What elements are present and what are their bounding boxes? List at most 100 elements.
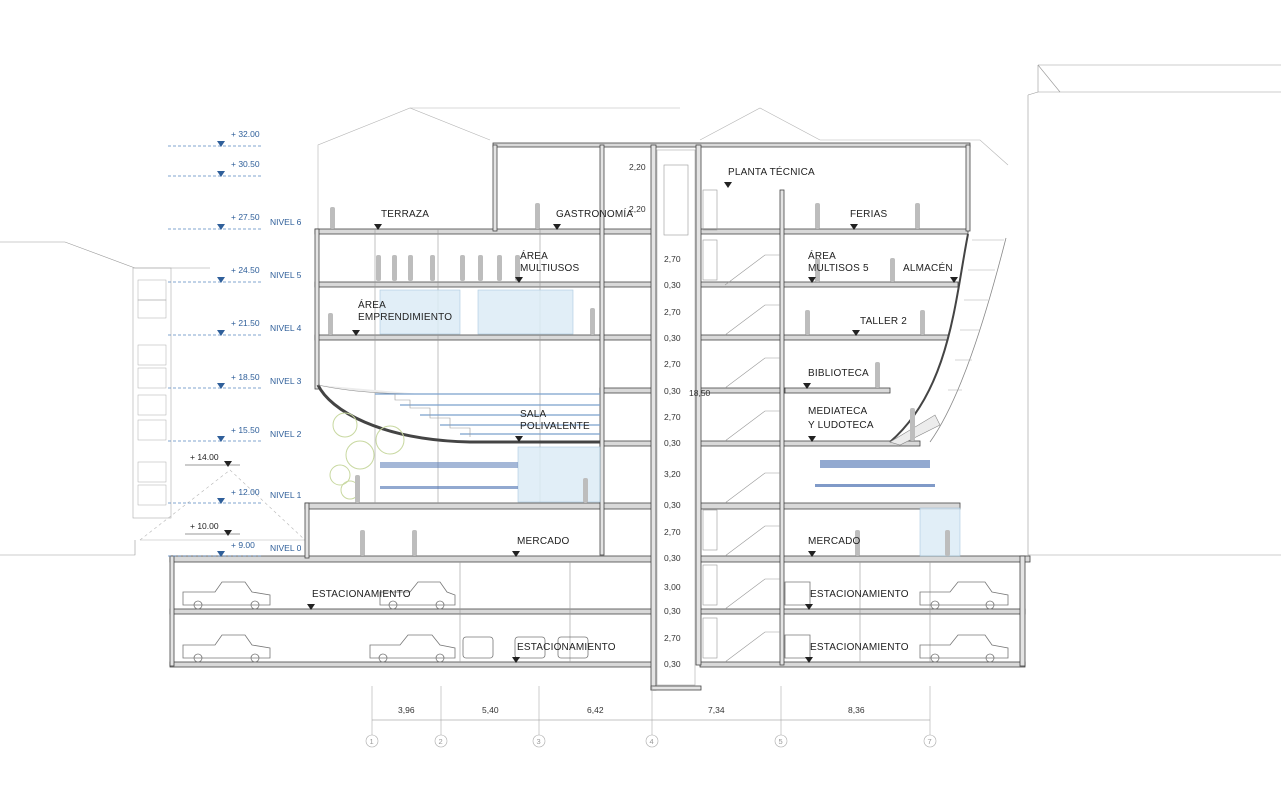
axis-bubble: 1	[365, 734, 379, 748]
level-marker: + 18.50 NIVEL 3	[168, 372, 302, 389]
room-area-multiusos-line2: MULTIUSOS	[520, 263, 580, 274]
room-area-multiusos-line1: ÁREA	[520, 249, 548, 262]
room-estacionamiento: ESTACIONAMIENTO	[312, 589, 411, 600]
total-height-label: 18,50	[689, 388, 711, 398]
room-estacionamiento: ESTACIONAMIENTO	[517, 642, 616, 653]
room-emprendimiento-line1: ÁREA	[358, 298, 386, 311]
room-mediateca-line2: Y LUDOTECA	[808, 420, 874, 431]
room-mediateca-line1: MEDIATECA	[808, 406, 868, 417]
dim-label: 2,70	[664, 307, 681, 317]
room-area-multisos5-line2: MULTISOS 5	[808, 263, 869, 274]
level-name: NIVEL 6	[270, 217, 302, 227]
span-label: 3,96	[398, 705, 415, 715]
level-marker: + 30.50	[168, 159, 262, 177]
level-name: NIVEL 4	[270, 323, 302, 333]
elevation-label: + 32.00	[231, 129, 260, 139]
axis-label: 1	[370, 737, 374, 746]
dim-label: 0,30	[664, 280, 681, 290]
room-estacionamiento: ESTACIONAMIENTO	[810, 589, 909, 600]
axis-bubble: 3	[532, 734, 546, 748]
people	[328, 203, 950, 556]
level-marker: + 12.00 NIVEL 1	[168, 487, 302, 504]
room-area-multisos5-line1: ÁREA	[808, 249, 836, 262]
auditorium-bowl	[316, 384, 600, 444]
room-estacionamiento: ESTACIONAMIENTO	[810, 642, 909, 653]
axis-bubble: 2	[434, 734, 448, 748]
elevation-label: + 30.50	[231, 159, 260, 169]
level-name: NIVEL 2	[270, 429, 302, 439]
structural-walls	[169, 144, 1026, 691]
dim-label: 2,20	[629, 204, 646, 214]
dim-label: 0,30	[664, 659, 681, 669]
room-planta-tecnica: PLANTA TÉCNICA	[728, 165, 815, 178]
room-taller2: TALLER 2	[860, 316, 907, 327]
elevation-label: + 14.00	[190, 452, 219, 462]
dim-label: 2,70	[664, 633, 681, 643]
room-labels: TERRAZA GASTRONOMÍA PLANTA TÉCNICA FERIA…	[307, 165, 958, 663]
room-gastronomia: GASTRONOMÍA	[556, 207, 633, 220]
grid-axes: 1 2 3 4 5 7	[365, 734, 937, 748]
right-neighbour-building	[1027, 64, 1281, 556]
dim-label: 0,30	[664, 606, 681, 616]
vertical-dimensions: 2,20 2,20 2,70 0,30 2,70 0,30 2,70 0,30 …	[629, 162, 711, 669]
dim-label: 0,30	[664, 386, 681, 396]
level-marker-neighbour: + 14.00	[185, 452, 240, 467]
level-name: NIVEL 0	[270, 543, 302, 553]
axis-label: 7	[928, 737, 932, 746]
elevation-label: + 18.50	[231, 372, 260, 382]
left-neighbour-building	[0, 241, 306, 556]
axis-bubble: 7	[923, 734, 937, 748]
elevation-label: + 9.00	[231, 540, 255, 550]
level-marker: + 15.50 NIVEL 2	[168, 425, 302, 442]
axis-label: 4	[650, 737, 654, 746]
room-emprendimiento-line2: EMPRENDIMIENTO	[358, 312, 452, 323]
span-dimensions: 3,96 5,40 6,42 7,34 8,36	[371, 686, 931, 735]
stair-core	[656, 149, 780, 686]
dim-label: 0,30	[664, 438, 681, 448]
room-mercado-right: MERCADO	[808, 536, 861, 547]
axis-label: 2	[439, 737, 443, 746]
dim-label: 2,70	[664, 254, 681, 264]
dim-label: 0,30	[664, 553, 681, 563]
level-name: NIVEL 3	[270, 376, 302, 386]
level-marker: + 21.50 NIVEL 4	[168, 318, 302, 336]
dim-label: 2,20	[629, 162, 646, 172]
span-label: 5,40	[482, 705, 499, 715]
room-sala-polivalente-line2: POLIVALENTE	[520, 421, 590, 432]
level-name: NIVEL 5	[270, 270, 302, 280]
level-markers: + 32.00 + 30.50 + 27.50 NIVEL 6 + 24.50 …	[168, 129, 302, 557]
span-label: 6,42	[587, 705, 604, 715]
axis-label: 5	[779, 737, 783, 746]
level-marker: + 24.50 NIVEL 5	[168, 265, 302, 283]
dim-label: 3,00	[664, 582, 681, 592]
span-label: 8,36	[848, 705, 865, 715]
dim-label: 2,70	[664, 359, 681, 369]
dim-label: 2,70	[664, 412, 681, 422]
parked-cars	[182, 581, 1009, 663]
elevation-label: + 15.50	[231, 425, 260, 435]
room-almacen: ALMACÉN	[903, 261, 953, 274]
room-mercado-left: MERCADO	[517, 536, 570, 547]
elevation-label: + 10.00	[190, 521, 219, 531]
level-marker-neighbour: + 10.00	[185, 521, 240, 536]
room-sala-polivalente-line1: SALA	[520, 409, 547, 420]
elevation-label: + 12.00	[231, 487, 260, 497]
room-biblioteca: BIBLIOTECA	[808, 368, 869, 379]
level-marker: + 27.50 NIVEL 6	[168, 212, 302, 230]
axis-bubble: 4	[645, 734, 659, 748]
elevation-label: + 27.50	[231, 212, 260, 222]
span-label: 7,34	[708, 705, 725, 715]
elevation-label: + 21.50	[231, 318, 260, 328]
dim-label: 2,70	[664, 527, 681, 537]
level-name: NIVEL 1	[270, 490, 302, 500]
axis-bubble: 5	[774, 734, 788, 748]
dim-label: 3,20	[664, 469, 681, 479]
level-marker: + 9.00 NIVEL 0	[168, 540, 302, 557]
level-marker: + 32.00	[168, 129, 262, 147]
dim-label: 0,30	[664, 500, 681, 510]
dim-label: 0,30	[664, 333, 681, 343]
room-terraza: TERRAZA	[381, 209, 429, 220]
elevation-label: + 24.50	[231, 265, 260, 275]
glass-partitions	[379, 289, 961, 557]
